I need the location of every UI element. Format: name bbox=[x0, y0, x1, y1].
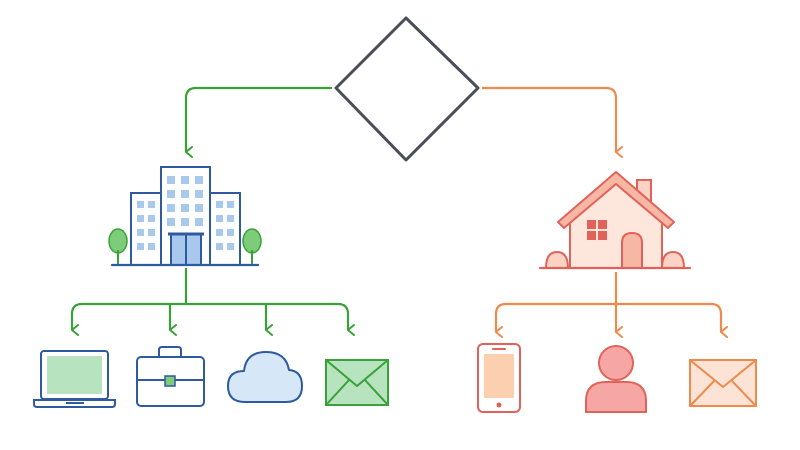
office-building-icon bbox=[108, 166, 262, 267]
envelope-icon bbox=[689, 359, 757, 407]
smartphone-icon bbox=[477, 343, 521, 413]
briefcase-icon bbox=[136, 346, 205, 407]
envelope-icon bbox=[325, 359, 389, 406]
connector-decision-to-office bbox=[184, 86, 332, 158]
user-icon bbox=[585, 345, 647, 413]
cloud-icon bbox=[227, 351, 303, 403]
office-branch-connectors bbox=[70, 268, 355, 336]
decision-node bbox=[334, 16, 480, 162]
connector-decision-to-home bbox=[482, 86, 623, 158]
laptop-icon bbox=[33, 350, 116, 408]
house-icon bbox=[538, 171, 692, 270]
home-branch-connectors bbox=[494, 272, 728, 338]
